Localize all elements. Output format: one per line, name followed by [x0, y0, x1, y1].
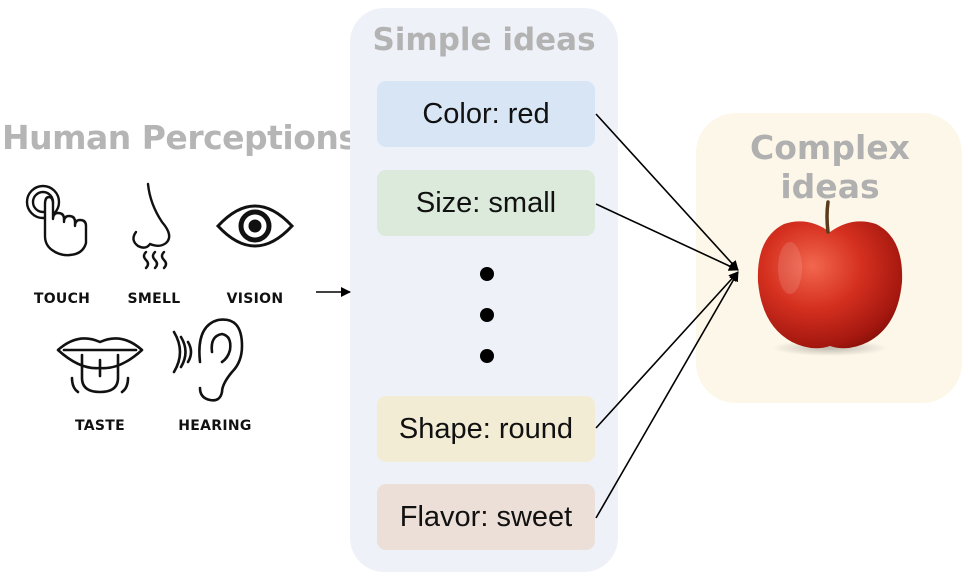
- simple-ideas-title: Simple ideas: [372, 22, 596, 58]
- touch-label: TOUCH: [33, 291, 91, 307]
- complex-ideas-title: Complex ideas: [750, 128, 910, 206]
- simple-idea-flavor: Flavor: sweet: [377, 484, 595, 550]
- taste-label: TASTE: [75, 418, 125, 434]
- human-perceptions-title: Human Perceptions: [2, 118, 358, 157]
- ellipsis-dot: [480, 308, 494, 322]
- flavor-to-apple-arrow: [595, 271, 739, 519]
- simple-idea-color: Color: red: [377, 81, 595, 147]
- hearing-label: HEARING: [178, 418, 252, 434]
- ellipsis-dot: [480, 267, 494, 281]
- smell-label: SMELL: [127, 291, 181, 307]
- color-to-apple-arrow: [595, 113, 739, 271]
- ellipsis-dot: [480, 349, 494, 363]
- vision-label: VISION: [226, 291, 284, 307]
- shape-to-apple-arrow: [595, 271, 739, 429]
- simple-idea-shape: Shape: round: [377, 396, 595, 462]
- simple-idea-size: Size: small: [377, 170, 595, 236]
- size-to-apple-arrow: [595, 203, 739, 271]
